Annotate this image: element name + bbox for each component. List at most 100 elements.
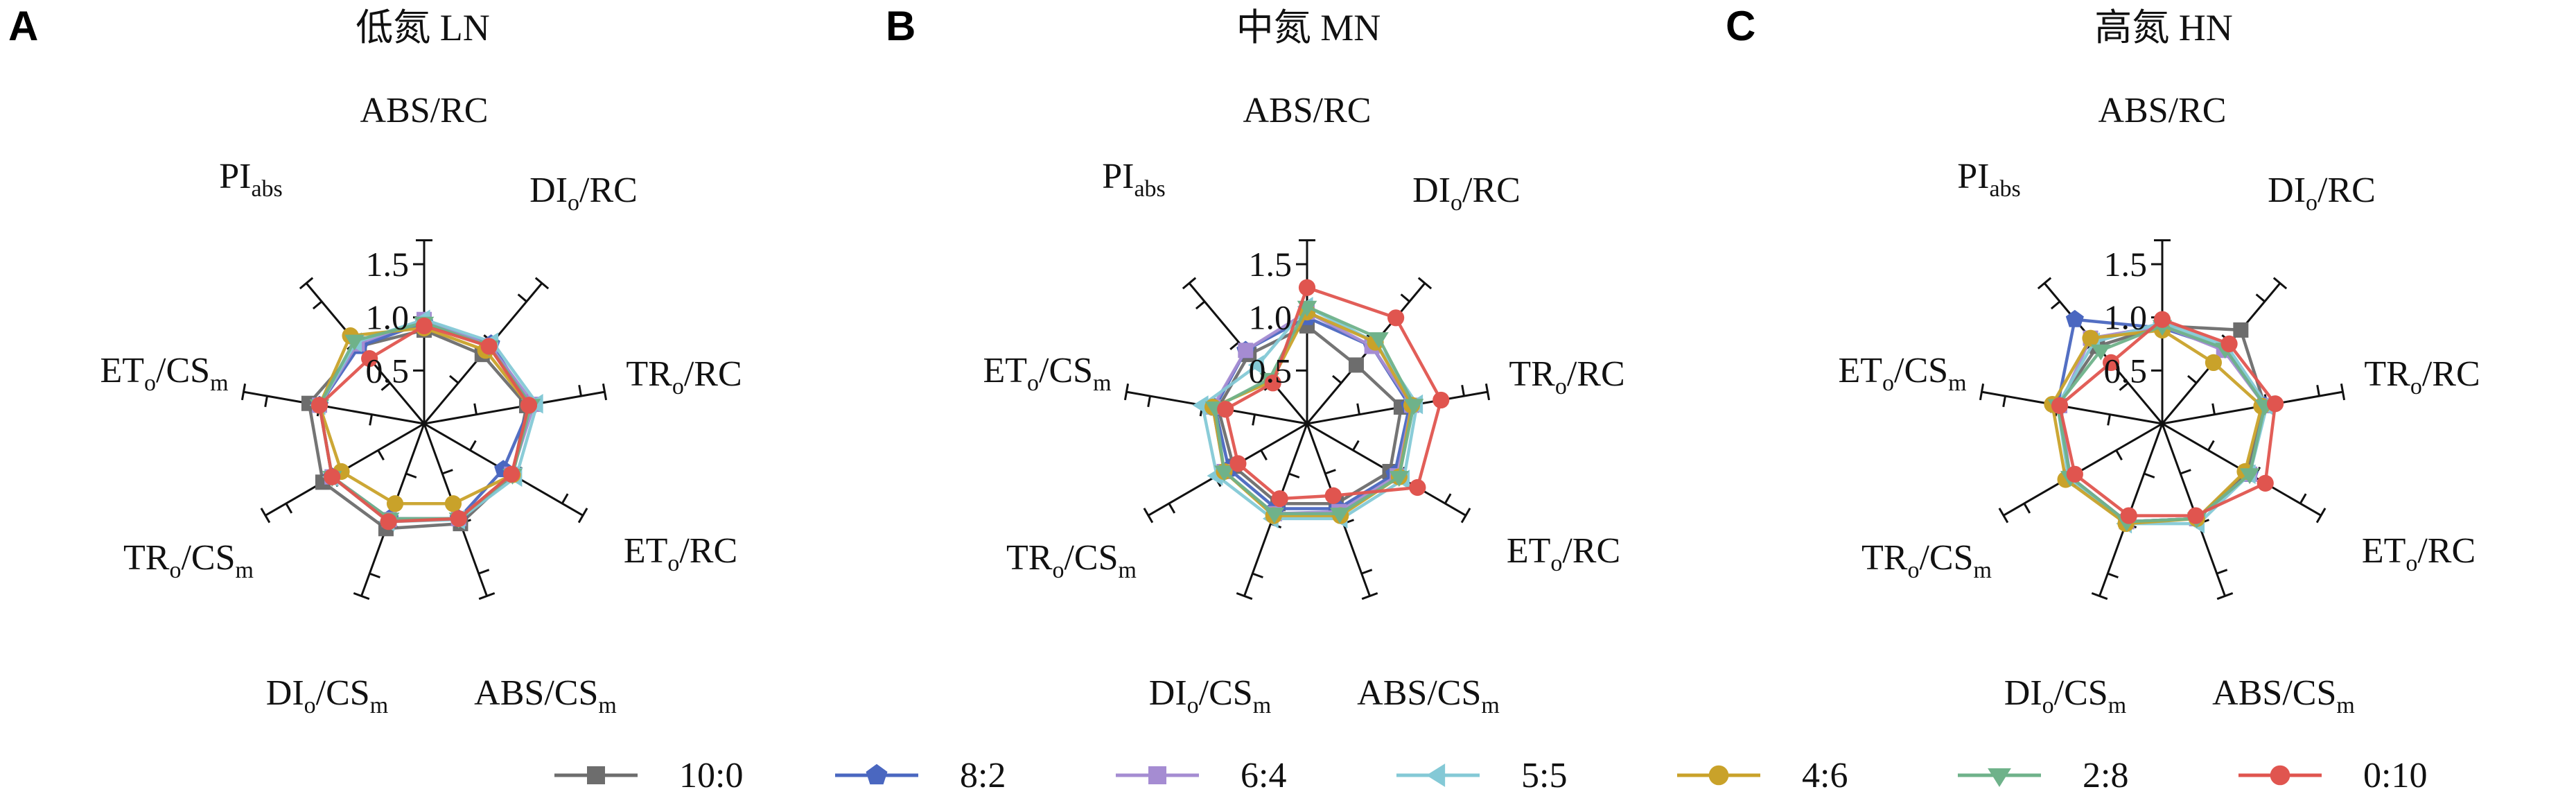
axis-tick	[441, 469, 453, 475]
axis-tick	[377, 449, 385, 460]
series-0-10	[1217, 279, 1450, 508]
data-point	[450, 510, 467, 527]
axis-tick	[1147, 395, 1151, 408]
axis-end-cap	[1361, 592, 1378, 601]
legend-item: 2:8	[1958, 756, 2128, 794]
axis-end-cap	[2340, 383, 2346, 401]
legend-marker	[866, 763, 888, 785]
axis-tick	[1288, 472, 1300, 478]
axis-label: ABS/CSm	[1357, 673, 1500, 718]
axis-tick	[312, 300, 323, 310]
data-point	[1217, 401, 1234, 418]
tick-label: 1.0	[366, 298, 410, 337]
axis-tick	[369, 572, 380, 579]
axis-tick	[1324, 469, 1336, 475]
data-point	[1389, 471, 1410, 487]
data-point	[2051, 397, 2069, 415]
legend-marker	[1148, 766, 1166, 784]
data-point	[415, 317, 433, 335]
legend-marker	[1708, 765, 1729, 786]
data-point	[1432, 391, 1450, 409]
axis-end-cap	[353, 592, 370, 601]
axis-tick	[449, 374, 459, 384]
axis-label: DIo/CSm	[1149, 673, 1271, 718]
legend-item: 10:0	[554, 756, 743, 794]
axis-end-cap	[1417, 277, 1432, 290]
axis-label: ETo/RC	[2362, 531, 2476, 576]
data-point	[2233, 322, 2249, 338]
axis-tick	[2255, 293, 2266, 302]
panel-title: 低氮 LN	[356, 7, 489, 49]
axis-spoke	[2162, 390, 2343, 425]
axis-end-cap	[577, 508, 588, 524]
axis-tick	[264, 395, 268, 408]
series-2-8	[1204, 300, 1424, 524]
axis-label: PIabs	[1102, 157, 1166, 202]
data-point	[380, 513, 397, 530]
axis-label: TRo/RC	[2364, 354, 2480, 399]
axis-tick	[2216, 569, 2228, 575]
data-point	[310, 397, 328, 414]
axis-label: ETo/CSm	[1838, 351, 1966, 396]
axis-tick	[2180, 469, 2191, 475]
axis-tick	[517, 293, 527, 302]
data-point	[1348, 357, 1364, 373]
data-point	[1324, 487, 1342, 504]
series-line	[1213, 305, 1416, 515]
series-0-10	[2051, 311, 2284, 524]
data-point	[2066, 465, 2083, 483]
axis-tick	[369, 414, 373, 426]
axis-tick	[2023, 503, 2031, 514]
data-point	[520, 397, 538, 414]
axis-label: ABS/RC	[2099, 91, 2227, 130]
axis-tick	[2316, 385, 2320, 397]
data-point	[2120, 507, 2137, 524]
axis-label: PIabs	[219, 157, 283, 202]
axis-tick	[473, 403, 477, 415]
data-point	[2082, 329, 2099, 347]
axis-end-cap	[1123, 383, 1130, 401]
data-point	[1387, 309, 1405, 327]
axis-label: ETo/RC	[1507, 531, 1620, 576]
legend-item: 8:2	[835, 756, 1006, 794]
series-line	[317, 324, 531, 524]
axis-tick	[1229, 341, 1240, 350]
axis-tick	[1260, 449, 1268, 460]
axis-tick	[2107, 414, 2111, 426]
legend-marker	[1426, 763, 1446, 787]
data-point	[2187, 507, 2205, 524]
axis-tick	[2211, 403, 2216, 415]
axis-tick	[1352, 440, 1360, 451]
data-point	[444, 495, 462, 512]
data-point	[1369, 332, 1389, 348]
axis-tick	[1444, 493, 1452, 504]
axis-tick	[561, 493, 569, 504]
axis-tick	[2119, 382, 2129, 391]
axis-label: DIo/CSm	[2004, 673, 2126, 718]
legend-label: 4:6	[1802, 756, 1848, 794]
legend-item: 0:10	[2238, 756, 2427, 794]
axis-end-cap	[534, 277, 550, 290]
axis-tick	[2299, 493, 2307, 504]
data-point	[1271, 490, 1288, 508]
axis-label: ABS/RC	[360, 91, 489, 130]
data-point	[1329, 508, 1350, 524]
data-point	[2239, 468, 2260, 485]
axis-tick	[2187, 374, 2198, 384]
axis-end-cap	[2272, 277, 2288, 290]
legend-marker	[1988, 768, 2011, 787]
axis-tick	[1195, 300, 1206, 310]
axis-end-cap	[1236, 592, 1253, 601]
axis-label: DIo/RC	[1412, 171, 1521, 216]
axis-end-cap	[2091, 592, 2108, 601]
axis-tick	[1461, 385, 1465, 397]
axis-spoke	[1981, 390, 2163, 425]
legend-item: 5:5	[1396, 756, 1567, 794]
axis-label: PIabs	[1957, 157, 2021, 202]
data-point	[1264, 374, 1281, 392]
axis-end-cap	[2216, 592, 2234, 601]
series-line	[2056, 321, 2269, 526]
axis-end-cap	[2315, 508, 2327, 524]
